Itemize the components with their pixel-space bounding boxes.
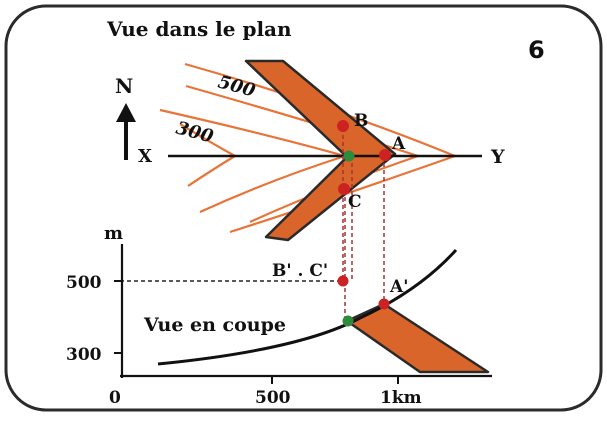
title-section: Vue en coupe <box>143 314 286 336</box>
point-b-label: B <box>354 111 368 131</box>
y-tick-label-500: 500 <box>66 273 102 293</box>
projection-lines <box>342 128 385 321</box>
point-bc-prime-marker <box>337 275 349 287</box>
point-a-prime-label: A' <box>389 277 408 297</box>
point-a-label: A <box>391 134 406 154</box>
north-label: N <box>115 74 133 98</box>
x-tick-label-500: 500 <box>255 388 291 408</box>
point-c-marker <box>338 183 350 195</box>
y-tick-label-300: 300 <box>66 345 102 365</box>
point-bc-prime-label: B' . C' <box>272 261 328 281</box>
axis-intersection-marker <box>343 150 355 162</box>
point-c-label: C <box>348 192 362 212</box>
axis-end-label: Y <box>490 146 505 168</box>
x-tick-label-1km: 1km <box>380 388 422 408</box>
y-axis-unit: m <box>104 223 123 244</box>
point-a-prime-marker <box>378 298 390 310</box>
north-arrow-icon <box>116 103 136 122</box>
title-plan: Vue dans le plan <box>106 17 292 41</box>
axis-ticks <box>114 280 399 384</box>
layer-section <box>345 302 490 374</box>
point-b-marker <box>337 120 349 132</box>
point-a-marker <box>379 149 391 161</box>
x-tick-label-0: 0 <box>109 388 121 408</box>
section-outcrop-marker <box>342 315 354 327</box>
axis-start-label: X <box>138 146 152 167</box>
figure-number: 6 <box>528 36 545 64</box>
